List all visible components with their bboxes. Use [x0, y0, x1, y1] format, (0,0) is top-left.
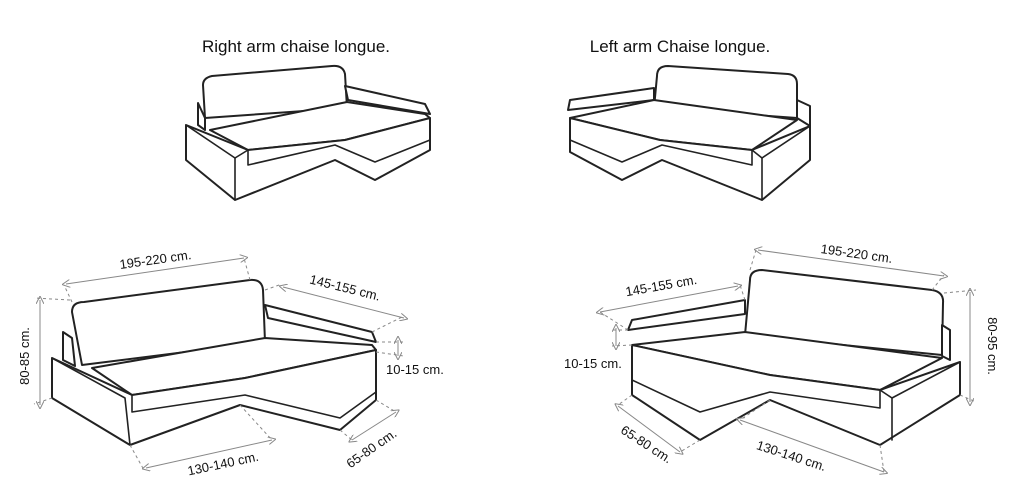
left-arm-top [627, 299, 746, 331]
corner-edge [51, 357, 131, 446]
cushion-front-edge [569, 139, 753, 166]
label-seat-depth-left: 130-140 cm. [755, 437, 828, 474]
right-arm-top [344, 85, 431, 115]
small-sofa-left-chaise [567, 65, 811, 201]
base-front [569, 117, 811, 201]
title-left-chaise: Left arm Chaise longue. [590, 37, 771, 56]
arm-join [234, 149, 249, 159]
label-height-right: 80-85 cm. [17, 327, 32, 385]
base-front [185, 117, 431, 201]
right-arm-side [941, 324, 951, 361]
label-arm-length-right: 145-155 cm. [308, 272, 382, 304]
label-width-right: 195-220 cm. [119, 247, 193, 272]
backrest [202, 64, 348, 119]
dimension-lines-right-chaise [33, 258, 404, 470]
label-arm-height-right: 10-15 cm. [386, 362, 444, 377]
label-seat-depth-right: 130-140 cm. [186, 449, 260, 479]
cushion-front-edge [247, 139, 431, 166]
right-arm-top [264, 304, 377, 343]
arm-join [761, 125, 811, 159]
left-arm-top [567, 87, 655, 111]
large-sofa-right-chaise [51, 278, 377, 446]
small-sofa-right-chaise [185, 64, 431, 201]
title-right-chaise: Right arm chaise longue. [202, 37, 390, 56]
cushion-front-edge [631, 379, 881, 413]
left-arm-side [62, 331, 76, 367]
left-arm-side [197, 102, 206, 131]
right-arm-side [796, 99, 811, 127]
label-arm-height-left: 10-15 cm. [564, 356, 622, 371]
label-chaise-depth-right: 65-80 cm. [343, 426, 399, 471]
large-sofa-left-chaise [627, 269, 961, 446]
dimension-lines-left-chaise [600, 250, 977, 472]
label-chaise-depth-left: 65-80 cm. [618, 422, 675, 466]
label-width-left: 195-220 cm. [820, 241, 894, 266]
backrest [71, 278, 266, 366]
arm-join [891, 361, 961, 399]
label-height-left: 80-95 cm. [985, 317, 1000, 375]
